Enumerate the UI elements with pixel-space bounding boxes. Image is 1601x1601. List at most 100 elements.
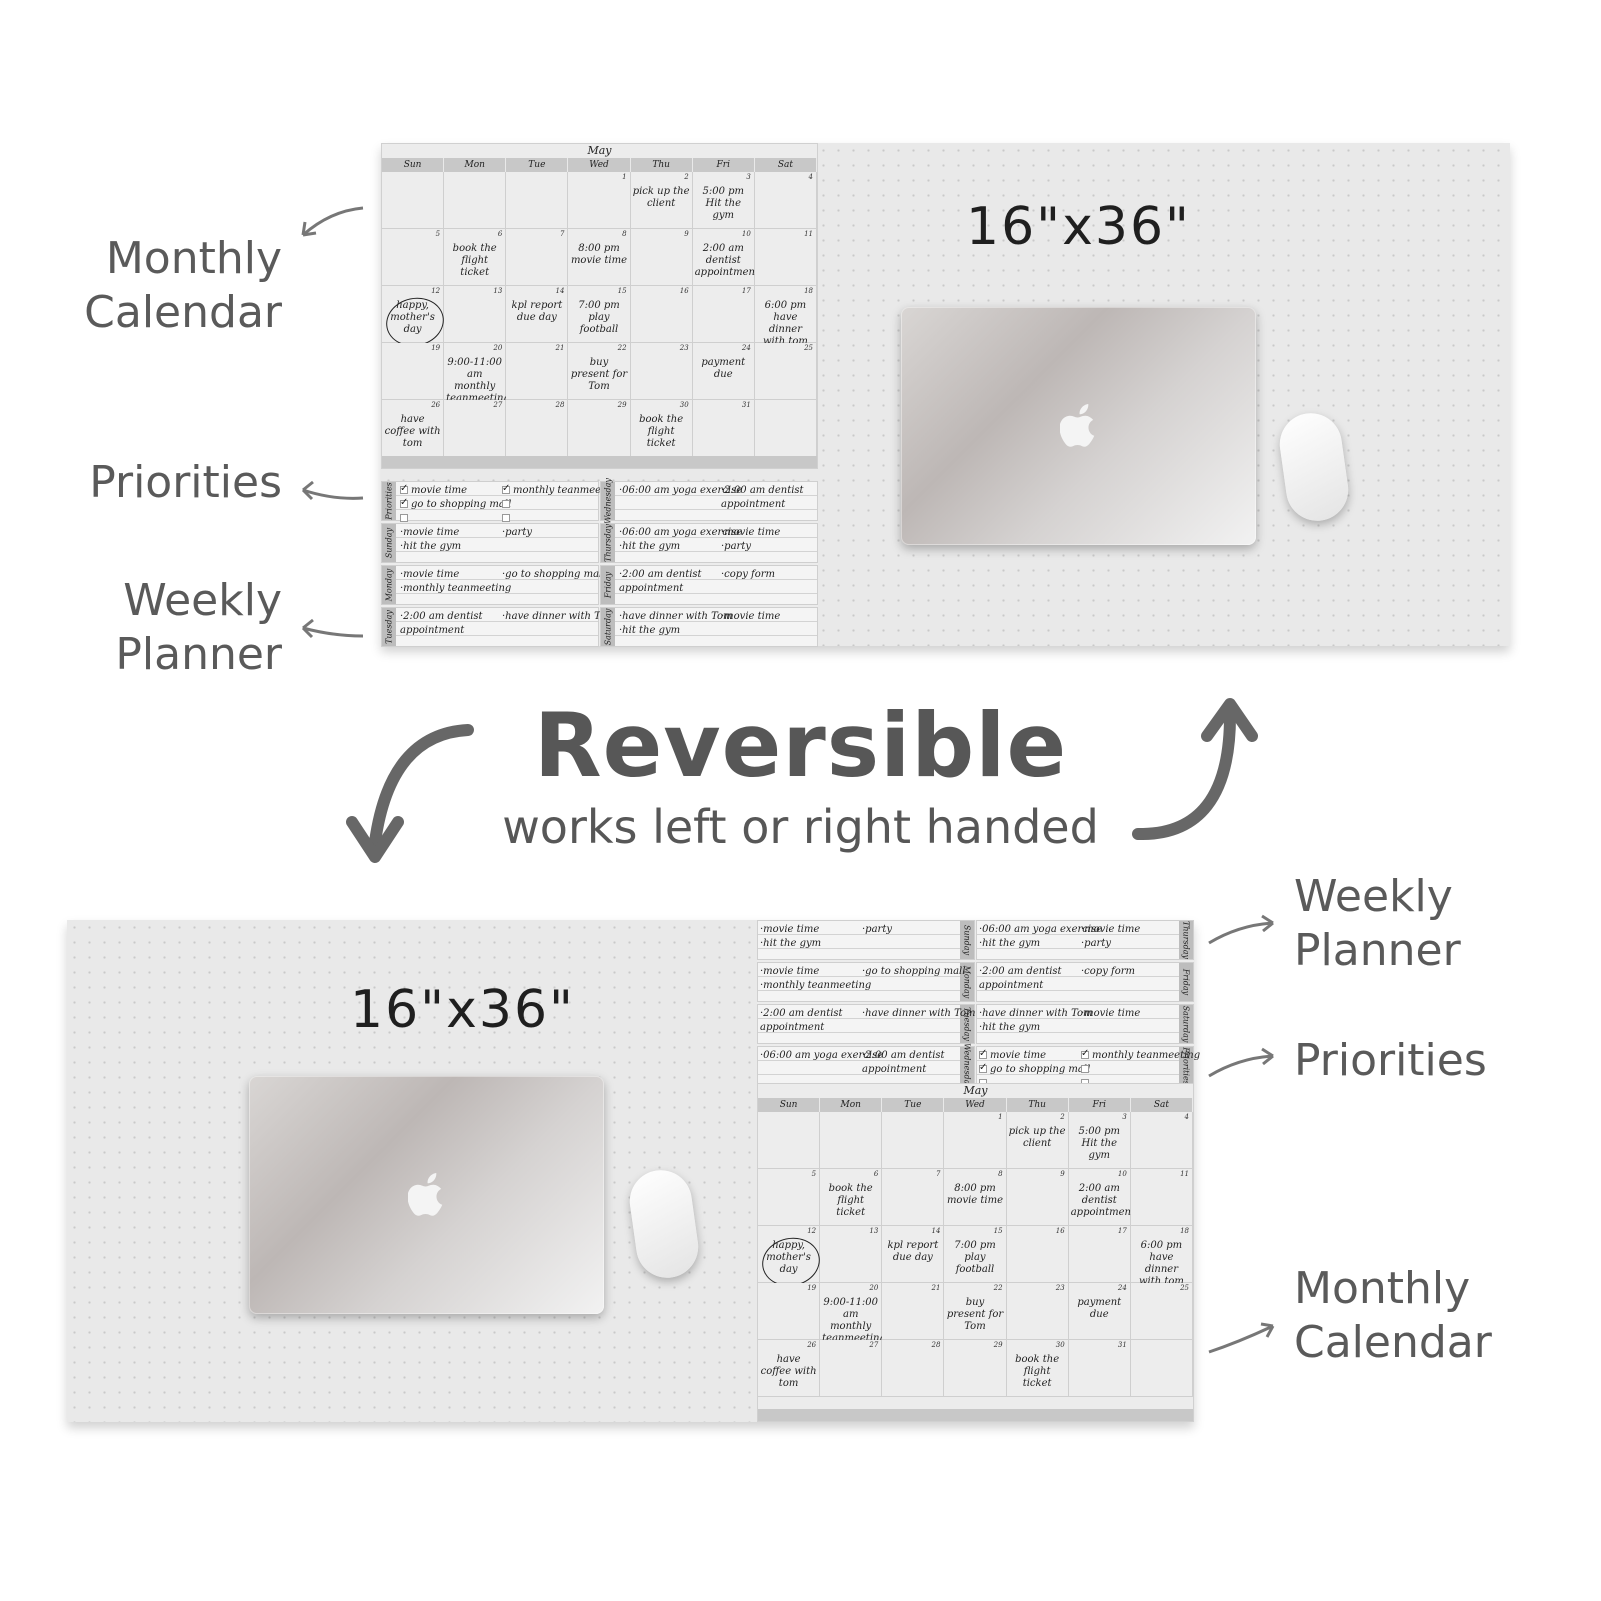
weekly-priorities-block[interactable]: Prioritiesmovie timego to shopping mallm… [976, 1046, 1200, 1087]
weekly-entry[interactable]: appointment [760, 1021, 843, 1035]
calendar-day-cell[interactable] [506, 172, 569, 229]
calendar-day-cell[interactable]: 31 [1068, 1340, 1131, 1397]
priority-item[interactable]: monthly teanmeeting [1081, 1047, 1200, 1063]
weekly-entry[interactable]: ·hit the gym [619, 624, 732, 638]
calendar-day-cell[interactable]: 23 [1006, 1283, 1069, 1340]
weekly-entry[interactable]: ·movie time [1081, 1007, 1140, 1021]
priority-item[interactable] [400, 512, 511, 526]
weekly-sunday-block[interactable]: Sunday·movie time·hit the gym·party [757, 920, 975, 960]
priority-item[interactable]: movie time [400, 482, 511, 498]
weekly-wednesday-block[interactable]: Wednesday·06:00 am yoga exercise·2:00 am… [757, 1043, 975, 1089]
weekly-entry[interactable]: ·hit the gym [979, 937, 1102, 951]
checkbox-icon[interactable] [502, 500, 510, 508]
weekly-entry[interactable]: appointment [862, 1063, 945, 1077]
checkbox-icon[interactable] [979, 1061, 987, 1075]
calendar-day-cell[interactable]: 13 [444, 286, 507, 343]
calendar-day-cell[interactable]: 23 [630, 343, 693, 400]
calendar-day-cell[interactable]: 1 [944, 1112, 1007, 1169]
checkbox-icon[interactable] [1081, 1047, 1089, 1061]
weekly-entry[interactable]: ·hit the gym [619, 540, 742, 554]
weekly-entry[interactable]: ·party [502, 526, 532, 540]
calendar-day-cell[interactable]: 16 [1006, 1226, 1069, 1283]
weekly-entry[interactable]: ·go to shopping mall [862, 965, 965, 979]
calendar-day-cell[interactable]: 4 [1130, 1112, 1193, 1169]
weekly-entry[interactable]: ·movie time [760, 965, 871, 979]
checkbox-icon[interactable] [502, 514, 510, 522]
priority-item[interactable]: go to shopping mall [400, 496, 511, 512]
priority-item[interactable]: monthly teanmeeting [502, 482, 621, 498]
calendar-day-cell[interactable]: 4 [754, 172, 817, 229]
weekly-entry[interactable]: ·2:00 am dentist [979, 965, 1062, 979]
calendar-day-cell[interactable]: 21 [506, 343, 569, 400]
calendar-day-cell[interactable] [754, 400, 817, 457]
calendar-day-cell[interactable]: 16 [630, 286, 693, 343]
weekly-entry[interactable]: ·party [862, 923, 892, 937]
calendar-day-cell[interactable]: 28 [506, 400, 569, 457]
priority-item[interactable]: go to shopping mall [979, 1061, 1090, 1077]
weekly-entry[interactable]: ·have dinner with Tom [502, 610, 615, 624]
calendar-day-cell[interactable]: 13 [820, 1226, 883, 1283]
calendar-day-cell[interactable]: 25 [754, 343, 817, 400]
calendar-day-cell[interactable]: 19 [382, 343, 445, 400]
weekly-entry[interactable]: ·2:00 am dentist [760, 1007, 843, 1021]
calendar-day-cell[interactable]: 5 [758, 1169, 821, 1226]
calendar-day-cell[interactable]: 28 [882, 1340, 945, 1397]
weekly-thursday-block[interactable]: Thursday·06:00 am yoga exercise·hit the … [976, 920, 1194, 960]
weekly-priorities-block[interactable]: Prioritiesmovie timego to shopping mallm… [381, 481, 621, 522]
calendar-day-cell[interactable] [1130, 1340, 1193, 1397]
calendar-day-cell[interactable]: 5 [382, 229, 445, 286]
weekly-entry[interactable]: ·have dinner with Tom [862, 1007, 975, 1021]
calendar-day-cell[interactable] [882, 1112, 945, 1169]
weekly-entry[interactable]: ·2:00 am dentist [400, 610, 483, 624]
checkbox-icon[interactable] [502, 482, 510, 496]
weekly-entry[interactable]: ·06:00 am yoga exercise [619, 484, 742, 498]
calendar-day-cell[interactable]: 7 [506, 229, 569, 286]
checkbox-icon[interactable] [400, 514, 408, 522]
calendar-day-cell[interactable]: 9 [630, 229, 693, 286]
weekly-entry[interactable]: appointment [400, 624, 483, 638]
weekly-monday-block[interactable]: Monday·movie time·monthly teanmeeting·go… [757, 962, 975, 1002]
weekly-entry[interactable]: ·monthly teanmeeting [760, 979, 871, 993]
weekly-entry[interactable]: ·2:00 am dentist [862, 1049, 945, 1063]
calendar-day-cell[interactable]: 21 [882, 1283, 945, 1340]
calendar-day-cell[interactable]: 7 [882, 1169, 945, 1226]
weekly-saturday-block[interactable]: Saturday·have dinner with Tom·hit the gy… [600, 607, 818, 647]
weekly-entry[interactable]: ·have dinner with Tom [619, 610, 732, 624]
weekly-entry[interactable]: ·movie time [1081, 923, 1140, 937]
priority-item[interactable] [502, 512, 621, 526]
weekly-entry[interactable]: ·go to shopping mall [502, 568, 605, 582]
weekly-entry[interactable]: ·have dinner with Tom [979, 1007, 1092, 1021]
weekly-sunday-block[interactable]: Sunday·movie time·hit the gym·party [381, 523, 599, 563]
weekly-entry[interactable]: ·movie time [760, 923, 821, 937]
weekly-entry[interactable]: appointment [979, 979, 1062, 993]
calendar-day-cell[interactable]: 29 [944, 1340, 1007, 1397]
weekly-entry[interactable]: ·hit the gym [760, 937, 821, 951]
weekly-wednesday-block[interactable]: Wednesday·06:00 am yoga exercise·2:00 am… [600, 478, 818, 524]
calendar-day-cell[interactable]: 29 [568, 400, 631, 457]
weekly-entry[interactable]: ·hit the gym [979, 1021, 1092, 1035]
weekly-entry[interactable]: ·06:00 am yoga exercise [979, 923, 1102, 937]
